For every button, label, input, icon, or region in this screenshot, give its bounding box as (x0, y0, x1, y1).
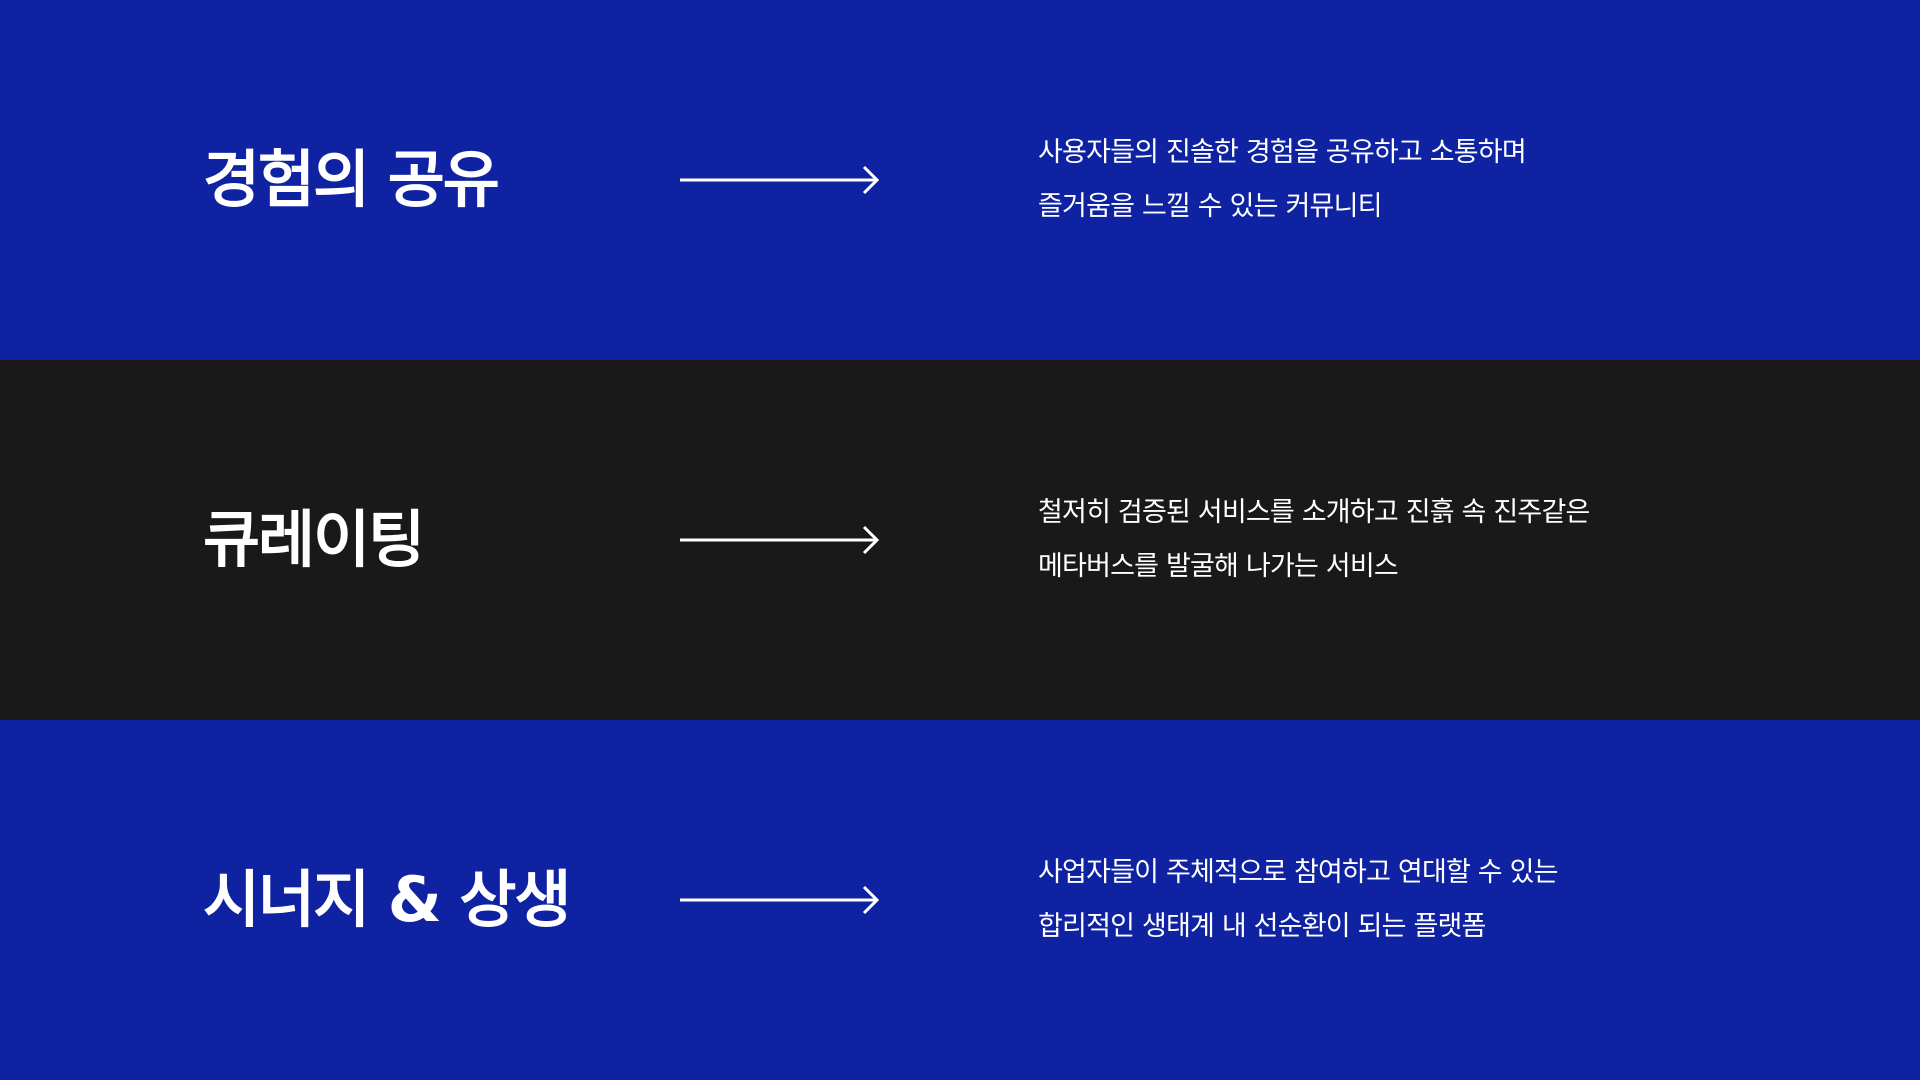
right-arrow-icon (680, 163, 880, 197)
section-curating: 큐레이팅 철저히 검증된 서비스를 소개하고 진흙 속 진주같은 메타버스를 발… (0, 360, 1920, 720)
description-line: 사업자들이 주체적으로 참여하고 연대할 수 있는 (1038, 857, 1559, 888)
section-description: 사용자들의 진솔한 경험을 공유하고 소통하며 즐거움을 느낄 수 있는 커뮤니… (1038, 126, 1527, 234)
section-experience-sharing: 경험의 공유 사용자들의 진솔한 경험을 공유하고 소통하며 즐거움을 느낄 수… (0, 0, 1920, 360)
section-title: 시너지 & 상생 (203, 863, 571, 936)
description-line: 메타버스를 발굴해 나가는 서비스 (1038, 551, 1399, 582)
section-synergy: 시너지 & 상생 사업자들이 주체적으로 참여하고 연대할 수 있는 합리적인 … (0, 720, 1920, 1080)
section-description: 사업자들이 주체적으로 참여하고 연대할 수 있는 합리적인 생태계 내 선순환… (1038, 846, 1559, 954)
section-title: 큐레이팅 (203, 503, 425, 576)
description-line: 사용자들의 진솔한 경험을 공유하고 소통하며 (1038, 137, 1527, 168)
description-line: 철저히 검증된 서비스를 소개하고 진흙 속 진주같은 (1038, 497, 1590, 528)
right-arrow-icon (680, 523, 880, 557)
section-title: 경험의 공유 (203, 143, 500, 216)
section-description: 철저히 검증된 서비스를 소개하고 진흙 속 진주같은 메타버스를 발굴해 나가… (1038, 486, 1590, 594)
description-line: 합리적인 생태계 내 선순환이 되는 플랫폼 (1038, 911, 1486, 942)
right-arrow-icon (680, 883, 880, 917)
description-line: 즐거움을 느낄 수 있는 커뮤니티 (1038, 191, 1382, 222)
